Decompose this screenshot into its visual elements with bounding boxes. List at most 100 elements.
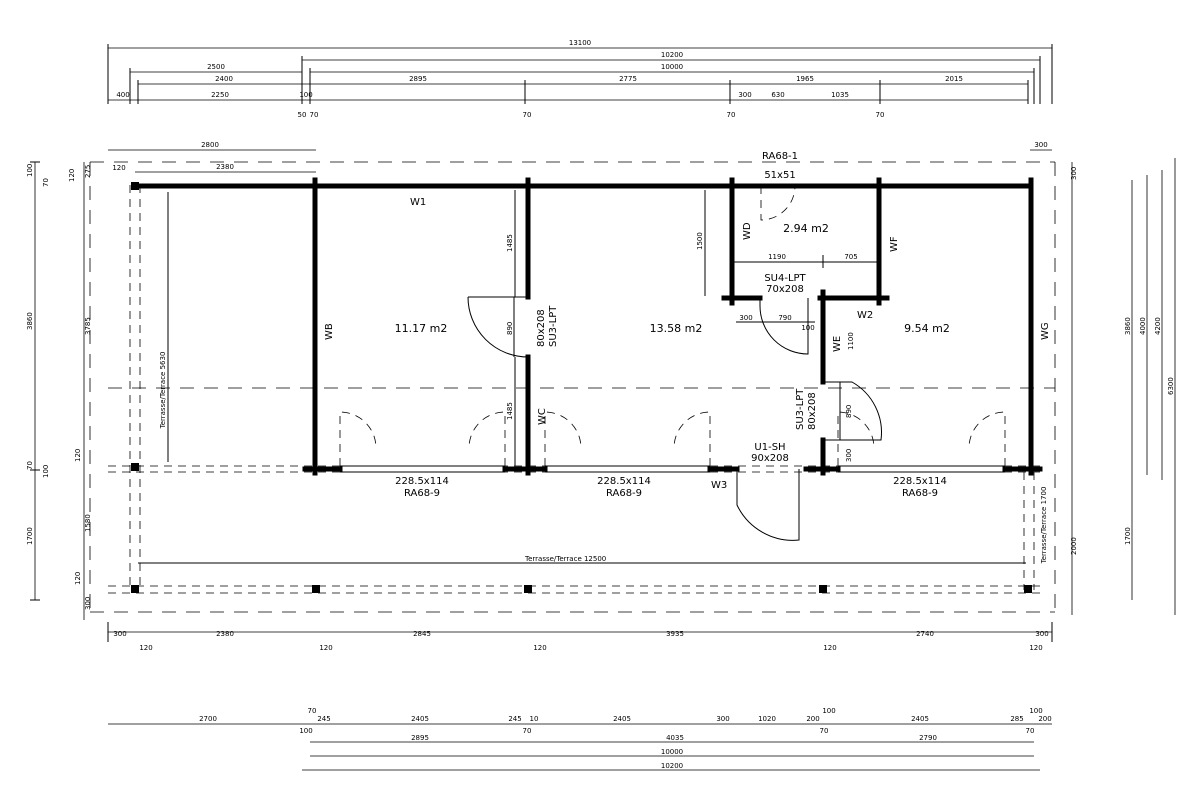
dim-left-70-b: 70 xyxy=(26,461,34,470)
dim-2895: 2895 xyxy=(409,75,427,83)
dim-left-3785: 3785 xyxy=(84,317,92,335)
dim-2800: 2800 xyxy=(201,141,219,149)
terrace-side-label: Terrasse/Terrace 5630 xyxy=(159,352,167,430)
window-size-3: 228.5x114 xyxy=(893,476,947,487)
dim-bottom-2790: 2790 xyxy=(919,734,937,742)
dim-bottom-120-a: 120 xyxy=(139,644,152,652)
dim-bottom-2700: 2700 xyxy=(199,715,217,723)
dim-bottom-10200: 10200 xyxy=(661,762,683,770)
dim-100-door: 100 xyxy=(801,324,814,332)
wall-label-wd: WD xyxy=(742,222,753,240)
dim-120-top: 120 xyxy=(112,164,125,172)
dim-300-right-top: 300 xyxy=(1034,141,1047,149)
dim-bottom-2405-c: 2405 xyxy=(911,715,929,723)
dim-bottom-120-b: 120 xyxy=(319,644,332,652)
dim-overall-b: 10000 xyxy=(661,63,683,71)
post xyxy=(819,585,827,593)
dim-left-100-a: 100 xyxy=(26,164,34,177)
window-name-1: RA68-9 xyxy=(404,488,440,499)
dim-bottom-2405-a: 2405 xyxy=(411,715,429,723)
dim-right-300: 300 xyxy=(1070,167,1078,180)
dim-right-1700: 1700 xyxy=(1124,527,1132,545)
post xyxy=(131,463,139,471)
window-51: 51x51 xyxy=(764,170,795,181)
dim-2380-top: 2380 xyxy=(216,163,234,171)
dim-left-70-a: 70 xyxy=(42,178,50,187)
dim-right-6300: 6300 xyxy=(1167,377,1175,395)
dim-1485-b: 1485 xyxy=(506,402,514,420)
dim-bottom-2405-b: 2405 xyxy=(613,715,631,723)
dim-1500: 1500 xyxy=(696,232,704,250)
dim-left-120-a: 120 xyxy=(68,169,76,182)
dim-bottom-120-c: 120 xyxy=(533,644,546,652)
dim-300-side: 300 xyxy=(845,449,853,462)
dim-70-a: 70 xyxy=(310,111,319,119)
dim-bottom-70-a: 70 xyxy=(308,707,317,715)
dim-bottom-2895: 2895 xyxy=(411,734,429,742)
dim-bottom-100-a: 100 xyxy=(822,707,835,715)
door-su3a-name: SU3-LPT xyxy=(548,305,559,347)
terrace: Terrasse/Terrace 12500 Terrasse/Terrace … xyxy=(108,182,1048,594)
dim-1190: 1190 xyxy=(768,253,786,261)
dim-2775: 2775 xyxy=(619,75,637,83)
top-dimensions: 13100 10200 10000 2500 2400 2895 2775 19… xyxy=(107,39,1053,119)
right-dimensions: 300 2000 3860 4000 4200 6300 1700 xyxy=(1070,158,1176,615)
dim-70-c: 70 xyxy=(727,111,736,119)
dim-bottom-10000: 10000 xyxy=(661,748,683,756)
wall-label-w3: W3 xyxy=(711,480,727,491)
dim-left-100-b: 100 xyxy=(42,465,50,478)
dim-50: 50 xyxy=(298,111,307,119)
dim-bottom-70-c: 70 xyxy=(820,727,829,735)
dim-bottom-300-b: 300 xyxy=(1035,630,1048,638)
dim-bottom-70-d: 70 xyxy=(1026,727,1035,735)
dim-bottom-300-c: 300 xyxy=(716,715,729,723)
window-name-3: RA68-9 xyxy=(902,488,938,499)
dim-1100: 1100 xyxy=(847,332,855,350)
dim-bottom-10: 10 xyxy=(530,715,539,723)
room-labels: 11.17 m2 13.58 m2 2.94 m2 9.54 m2 1190 7… xyxy=(395,190,950,466)
dim-bottom-100-c: 100 xyxy=(299,727,312,735)
dim-70-b: 70 xyxy=(523,111,532,119)
dim-705: 705 xyxy=(844,253,857,261)
post xyxy=(312,585,320,593)
post xyxy=(524,585,532,593)
dim-300-door: 300 xyxy=(739,314,752,322)
door-su4-name: SU4-LPT xyxy=(764,273,806,284)
window-name-2: RA68-9 xyxy=(606,488,642,499)
dim-left-275: 275 xyxy=(84,165,92,178)
dim-left-120-c: 120 xyxy=(74,572,82,585)
dim-right-3860: 3860 xyxy=(1124,317,1132,335)
dim-bottom-200-b: 200 xyxy=(1038,715,1051,723)
dim-overall-a: 10200 xyxy=(661,51,683,59)
dim-bottom-120-d: 120 xyxy=(823,644,836,652)
dim-left-120-b: 120 xyxy=(74,449,82,462)
dim-right-4000: 4000 xyxy=(1139,317,1147,335)
dim-890-b: 890 xyxy=(845,405,853,418)
dim-right-4200: 4200 xyxy=(1154,317,1162,335)
roof-label: RA68-1 xyxy=(762,151,798,162)
dim-left-3860: 3860 xyxy=(26,312,34,330)
dim-bottom-2740: 2740 xyxy=(916,630,934,638)
bottom-dimensions: 300 2380 2845 3935 2740 300 120 120 120 … xyxy=(107,622,1053,771)
post xyxy=(131,585,139,593)
dim-1965: 1965 xyxy=(796,75,814,83)
dim-left-1700: 1700 xyxy=(26,527,34,545)
door-u1-name: U1-SH xyxy=(754,442,785,453)
wall-label-wf: WF xyxy=(889,236,900,252)
roof-outline: 2800 300 RA68-1 120 2380 xyxy=(89,141,1056,613)
terrace-front-label: Terrasse/Terrace 12500 xyxy=(524,555,606,563)
dim-890-a: 890 xyxy=(506,322,514,335)
wall-label-w1: W1 xyxy=(410,197,426,208)
dim-total: 13100 xyxy=(569,39,591,47)
wall-label-w2: W2 xyxy=(857,310,873,321)
wall-label-wg: WG xyxy=(1040,322,1051,340)
door-su4-size: 70x208 xyxy=(766,284,804,295)
wall-labels: W1 WB WC WD WF W2 WE WG W3 xyxy=(324,197,1051,491)
front-windows: 228.5x114 RA68-9 228.5x114 RA68-9 228.5x… xyxy=(339,411,1006,499)
dim-bottom-245-a: 245 xyxy=(317,715,330,723)
door-u1-size: 90x208 xyxy=(751,453,789,464)
area-right-room: 9.54 m2 xyxy=(904,322,950,335)
dim-left-b: 2400 xyxy=(215,75,233,83)
dim-bottom-70-b: 70 xyxy=(523,727,532,735)
